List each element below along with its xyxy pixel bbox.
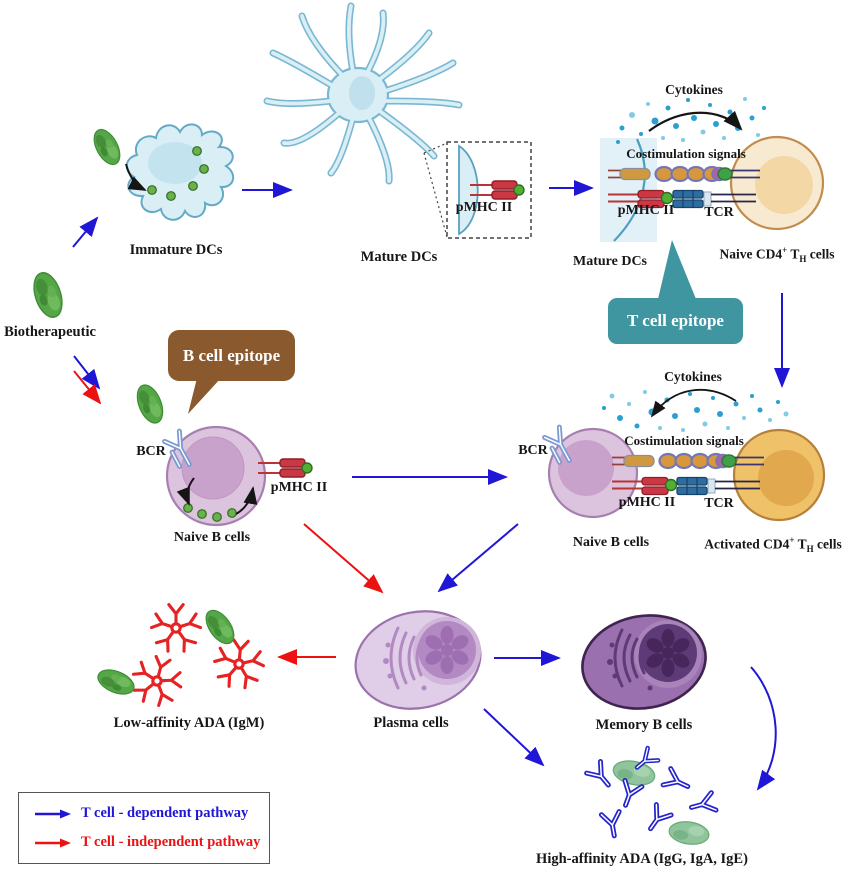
tcr-label-mid: TCR <box>704 496 734 511</box>
tcr-label-top: TCR <box>704 205 734 220</box>
pmhc-inset-box <box>423 141 532 239</box>
b-cell-epitope-callout: B cell epitope <box>168 330 295 381</box>
blue-arrow <box>72 216 99 248</box>
pmhc-inset-label: pMHC II <box>455 200 513 215</box>
legend-row-independent: T cell - independent pathway <box>33 834 269 851</box>
biotherapeutic-blob-small <box>88 124 126 170</box>
activated-cd4-label: Activated CD4+ TH cells <box>704 535 842 555</box>
igm-antibodies <box>93 605 265 710</box>
blue-arrow-icon <box>35 809 71 818</box>
costimulation-label-top: Costimulation signals <box>626 146 746 161</box>
mature-dcs-label-top: Mature DCs <box>360 249 438 265</box>
plasma-cells-label: Plasma cells <box>373 715 449 731</box>
bcr-label-right: BCR <box>518 443 548 458</box>
biotherapeutic-blob-main <box>28 268 68 322</box>
endocytosis-arrow <box>125 163 147 191</box>
blue-arrow <box>73 355 101 390</box>
t-cell-epitope-label: T cell epitope <box>627 311 724 330</box>
pmhc-label-top: pMHC II <box>617 203 675 218</box>
mature-dc-cell <box>263 2 463 185</box>
naive-b-label-left: Naive B cells <box>173 530 251 545</box>
pmhc-bcell-label: pMHC II <box>270 480 328 495</box>
red-arrow-icon <box>35 838 71 847</box>
naive-b-cell-left <box>131 380 313 527</box>
plasma-cell <box>354 610 482 710</box>
t-cell-epitope-callout: T cell epitope <box>608 298 743 344</box>
t-epitope-pointer <box>658 240 696 299</box>
cytokines-label-top: Cytokines <box>665 82 723 97</box>
red-arrow <box>303 523 384 594</box>
costimulation-label-mid: Costimulation signals <box>624 433 744 448</box>
pmhc-receptor-bcell <box>257 458 313 478</box>
pathway-legend: T cell - dependent pathway T cell - inde… <box>18 792 270 864</box>
mature-dcs-label-right: Mature DCs <box>572 254 648 269</box>
pmhc-label-mid: pMHC II <box>618 495 676 510</box>
igg-antibodies <box>587 748 716 848</box>
cytokine-arrow-mid <box>650 389 737 418</box>
biotherapeutic-label: Biotherapeutic <box>4 324 96 340</box>
blue-curved-arrow <box>750 666 777 791</box>
blue-arrow <box>437 523 519 593</box>
high-affinity-ada-label: High-affinity ADA (IgG, IgA, IgE) <box>536 851 748 867</box>
red-arrow <box>73 370 102 405</box>
immature-dc-cell <box>125 123 235 221</box>
legend-row-dependent: T cell - dependent pathway <box>33 805 269 822</box>
top-synapse <box>600 97 825 242</box>
b-cell-epitope-label: B cell epitope <box>182 345 281 365</box>
legend-independent-label: T cell - independent pathway <box>81 834 261 850</box>
naive-b-label-right: Naive B cells <box>572 535 650 550</box>
b-epitope-pointer <box>188 378 221 414</box>
memory-b-cell <box>581 614 707 710</box>
pathway-arrows <box>72 180 790 791</box>
naive-cd4-label: Naive CD4+ TH cells <box>719 245 835 265</box>
blue-arrow <box>483 708 545 767</box>
legend-dependent-label: T cell - dependent pathway <box>81 805 249 821</box>
bcr-label-left: BCR <box>136 444 166 459</box>
immature-dcs-label: Immature DCs <box>129 242 223 258</box>
cytokine-dots-mid <box>602 390 789 432</box>
mid-synapse <box>543 389 826 522</box>
cytokine-dots-top <box>616 97 766 144</box>
memory-b-cells-label: Memory B cells <box>595 717 693 733</box>
cytokine-arrow-top <box>648 110 743 132</box>
low-affinity-ada-label: Low-affinity ADA (IgM) <box>113 715 265 731</box>
cytokines-label-mid: Cytokines <box>664 369 722 384</box>
biotherapeutic-on-bcr <box>131 380 169 428</box>
